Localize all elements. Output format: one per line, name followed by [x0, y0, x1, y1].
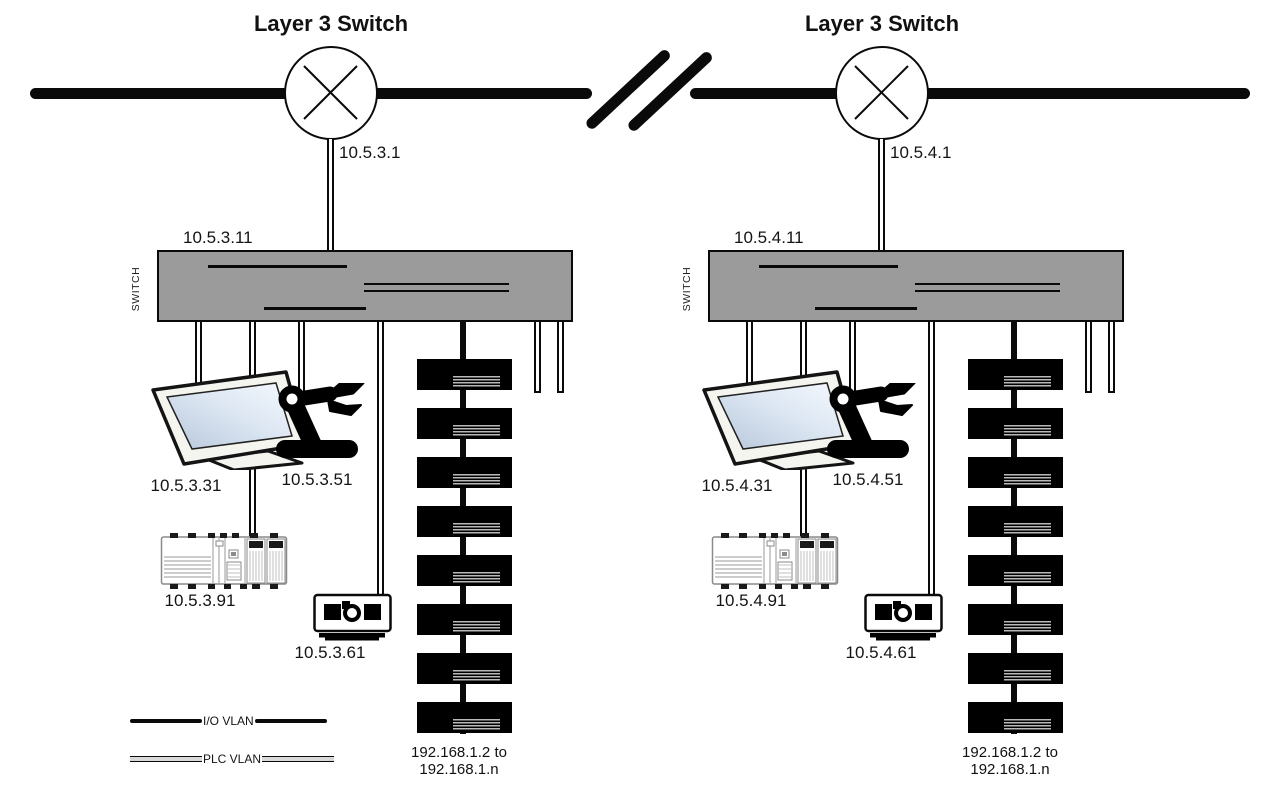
- io-block-vents: [453, 621, 500, 632]
- io-block-vents: [1004, 376, 1051, 387]
- io-block-vents: [453, 523, 500, 534]
- plc-vlan-trace: [364, 283, 509, 292]
- router-ip-label: 10.5.4.1: [890, 143, 952, 162]
- io-block: [417, 555, 512, 586]
- plc-ip-label: 10.5.3.91: [164, 591, 236, 610]
- switch-name-label: SWITCH: [681, 266, 693, 312]
- robot-ip-label: 10.5.4.51: [832, 470, 904, 489]
- io-block: [968, 653, 1063, 684]
- io-block-vents: [1004, 523, 1051, 534]
- plc-icon: [160, 529, 288, 592]
- io-block-vents: [1004, 621, 1051, 632]
- io-block-vents: [1004, 572, 1051, 583]
- spare-port-stub: [557, 321, 564, 393]
- io-block: [417, 359, 512, 390]
- plc-ip-label: 10.5.4.91: [715, 591, 787, 610]
- plc-icon: [711, 529, 839, 592]
- layer3-switch-icon: [284, 46, 378, 140]
- subnet-right: Layer 3 Switch 10.5.4.1 10.5.4.11 SWITCH: [551, 0, 1280, 806]
- plc-vlan-trace: [915, 283, 1060, 292]
- io-block: [417, 408, 512, 439]
- drive-link-line: [377, 321, 384, 596]
- uplink-line: [327, 139, 334, 252]
- drive-link-line: [928, 321, 935, 596]
- io-block-vents: [453, 376, 500, 387]
- workstation-ip-label: 10.5.4.31: [701, 476, 773, 495]
- io-block: [417, 702, 512, 733]
- legend-io-vlan: I/O VLAN: [130, 714, 327, 728]
- robot-ip-label: 10.5.3.51: [281, 470, 353, 489]
- workstation-link-line: [195, 321, 202, 397]
- robot-link-line: [298, 321, 305, 397]
- io-block-stack: [968, 359, 1063, 751]
- legend-plc-vlan: PLC VLAN: [130, 752, 335, 766]
- io-block: [968, 604, 1063, 635]
- io-block-vents: [453, 670, 500, 681]
- workstation-ip-label: 10.5.3.31: [150, 476, 222, 495]
- legend-plc-vlan-label: PLC VLAN: [203, 752, 262, 766]
- io-block-vents: [1004, 719, 1051, 730]
- workstation-link-line: [746, 321, 753, 397]
- io-block-vents: [453, 474, 500, 485]
- layer3-switch-title: Layer 3 Switch: [253, 11, 409, 36]
- spare-port-stub: [1108, 321, 1115, 393]
- io-block: [968, 702, 1063, 733]
- drive-icon: [864, 591, 944, 643]
- backbone-segment-right: [690, 88, 1250, 99]
- io-block: [417, 653, 512, 684]
- subnet-left: Layer 3 Switch 10.5.3.1 10.5.3.11 SWITCH: [130, 11, 573, 778]
- spare-port-stub: [534, 321, 541, 393]
- io-block: [417, 457, 512, 488]
- drive-ip-label: 10.5.4.61: [845, 643, 917, 662]
- io-block-vents: [453, 719, 500, 730]
- io-block: [417, 604, 512, 635]
- io-range-label: 192.168.1.2 to 192.168.1.n: [962, 744, 1058, 778]
- drive-icon: [313, 591, 393, 643]
- legend-io-vlan-label: I/O VLAN: [203, 714, 254, 728]
- plc-vlan-line-sample: [130, 755, 202, 763]
- switch-ip-label: 10.5.3.11: [183, 228, 253, 247]
- robot-arm-icon: [268, 383, 374, 463]
- io-block-vents: [453, 425, 500, 436]
- io-block: [417, 506, 512, 537]
- io-vlan-trace: [759, 265, 898, 268]
- io-block: [968, 555, 1063, 586]
- io-block-vents: [1004, 670, 1051, 681]
- spare-port-stub: [1085, 321, 1092, 393]
- io-block-vents: [1004, 425, 1051, 436]
- switch-icon: [157, 250, 573, 322]
- io-vlan-line-sample: [254, 718, 327, 724]
- workstation-icon: [697, 368, 869, 470]
- switch-ip-label: 10.5.4.11: [734, 228, 804, 247]
- layer3-switch-icon: [835, 46, 929, 140]
- io-block: [968, 408, 1063, 439]
- router-ip-label: 10.5.3.1: [339, 143, 401, 162]
- io-vlan-line-sample: [130, 718, 202, 724]
- switch-icon: [708, 250, 1124, 322]
- robot-arm-icon: [819, 383, 925, 463]
- io-vlan-trace: [208, 265, 347, 268]
- drive-ip-label: 10.5.3.61: [294, 643, 366, 662]
- workstation-icon: [146, 368, 318, 470]
- io-block-stack: [417, 359, 512, 751]
- uplink-line: [878, 139, 885, 252]
- io-vlan-trace: [815, 307, 917, 310]
- io-vlan-trace: [264, 307, 366, 310]
- io-block: [968, 506, 1063, 537]
- io-block-vents: [453, 572, 500, 583]
- plc-vlan-line-sample: [262, 755, 335, 763]
- io-block: [968, 359, 1063, 390]
- io-range-label: 192.168.1.2 to 192.168.1.n: [411, 744, 507, 778]
- switch-name-label: SWITCH: [130, 266, 142, 312]
- layer3-switch-title: Layer 3 Switch: [804, 11, 960, 36]
- io-block: [968, 457, 1063, 488]
- io-block-vents: [1004, 474, 1051, 485]
- robot-link-line: [849, 321, 856, 397]
